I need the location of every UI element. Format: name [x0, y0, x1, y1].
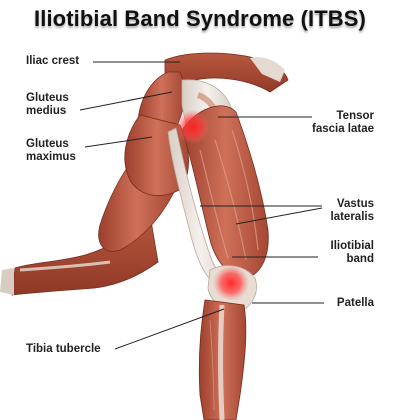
label-iliac-crest: Iliac crest [26, 55, 80, 67]
label-gluteus-medius-line1: Gluteus [26, 92, 69, 104]
label-gluteus-maximus-line2: maximus [26, 151, 76, 163]
label-gluteus-medius: Gluteus medius [26, 92, 69, 118]
leader-gluteus-maximus [84, 136, 153, 148]
diagram-title: Iliotibial Band Syndrome (ITBS) [34, 6, 366, 31]
pain-spot-hip [176, 110, 210, 144]
leader-gluteus-medius [79, 91, 173, 111]
leader-vastus-lateralis-2 [235, 207, 323, 225]
pain-spot-knee [213, 265, 249, 301]
label-iliotibial-band: Iliotibial band [331, 240, 374, 266]
leader-lines [79, 61, 324, 350]
label-gluteus-medius-line2: medius [26, 105, 67, 117]
label-iliotibial-band-line1: Iliotibial [330, 240, 374, 252]
label-vastus-lateralis-line1: Vastus [336, 198, 374, 210]
label-tensor-fascia-latae-line2: fascia latae [311, 123, 374, 135]
thigh [167, 105, 269, 291]
label-gluteus-maximus: Gluteus maximus [26, 138, 76, 164]
label-tibia-tubercle: Tibia tubercle [26, 343, 101, 355]
label-gluteus-maximus-line1: Gluteus [26, 138, 69, 150]
label-patella: Patella [336, 297, 374, 309]
label-tensor-fascia-latae-line1: Tensor [336, 110, 375, 122]
label-tensor-fascia-latae: Tensor fascia latae [312, 110, 374, 136]
leader-tibia-tubercle [114, 308, 225, 350]
label-vastus-lateralis: Vastus lateralis [331, 198, 374, 224]
label-vastus-lateralis-line2: lateralis [330, 211, 374, 223]
label-iliotibial-band-line2: band [346, 253, 374, 265]
